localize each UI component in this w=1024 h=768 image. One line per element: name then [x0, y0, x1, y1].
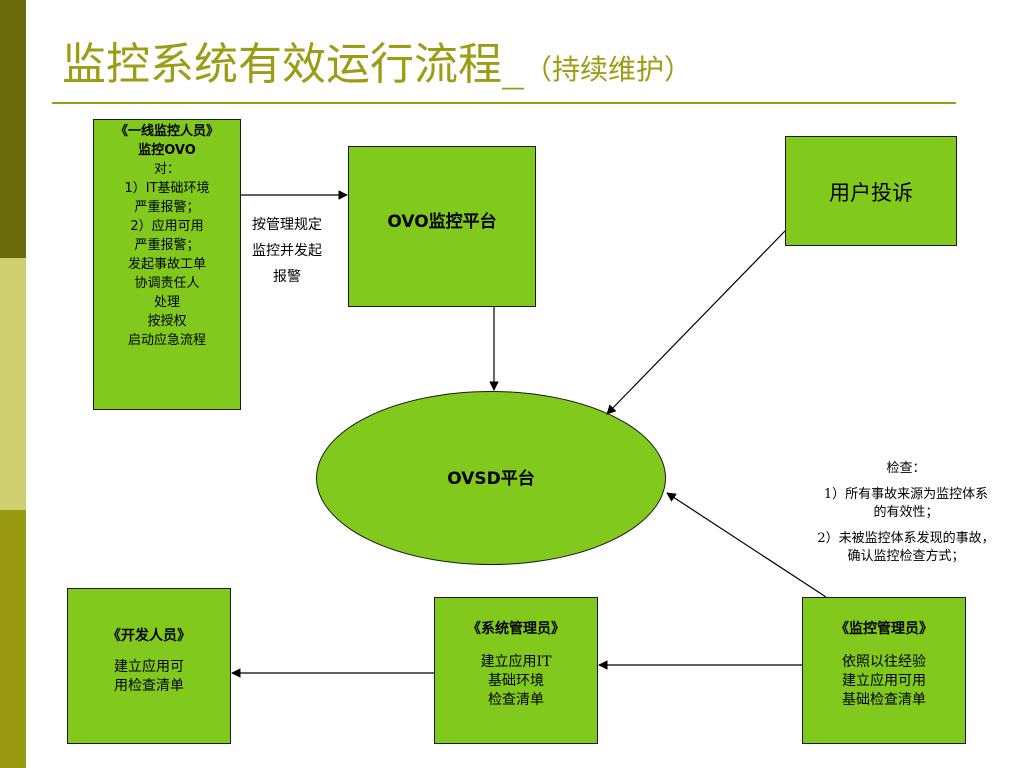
- monitor-admin-box: 《监控管理员》 依照以往经验 建立应用可用 基础检查清单: [802, 597, 966, 744]
- check-item2-b: 确认监控检查方式；: [847, 549, 965, 564]
- frontline-heading: 《一线监控人员》: [114, 124, 219, 139]
- developer-heading: 《开发人员》: [107, 628, 191, 644]
- sysadmin-line: 建立应用IT: [480, 654, 552, 670]
- edge-label-line: 监控并发起: [252, 243, 322, 259]
- frontline-line: 严重报警；: [134, 200, 200, 215]
- slide-title-sub: （持续维护）: [524, 53, 693, 86]
- edge-label-alert: 按管理规定 监控并发起 报警: [244, 212, 330, 290]
- developer-line: 建立应用可: [114, 659, 184, 675]
- slide-title-main: 监控系统有效运行流程_: [62, 39, 524, 90]
- frontline-line: 1）IT基础环境: [124, 181, 210, 196]
- frontline-line: 按授权: [147, 314, 187, 329]
- user-complaint-label: 用户投诉: [829, 181, 913, 205]
- sysadmin-line: 检查清单: [488, 692, 544, 708]
- check-heading: 检查：: [886, 461, 926, 476]
- sysadmin-box: 《系统管理员》 建立应用IT 基础环境 检查清单: [434, 597, 598, 744]
- user-complaint-box: 用户投诉: [785, 136, 957, 246]
- check-note: 检查： 1）所有事故来源为监控体系 的有效性； 2）未被监控体系发现的事故， 确…: [788, 458, 1024, 568]
- frontline-monitor-box: 《一线监控人员》 监控OVO 对： 1）IT基础环境 严重报警； 2）应用可用 …: [93, 119, 241, 410]
- frontline-line2: 监控OVO: [138, 143, 196, 158]
- title-underline: [52, 102, 956, 104]
- sysadmin-heading: 《系统管理员》: [467, 621, 565, 637]
- frontline-line: 启动应急流程: [127, 333, 206, 348]
- frontline-line: 对：: [153, 162, 180, 177]
- ovsd-platform-label: OVSD平台: [447, 469, 535, 489]
- check-item1-b: 的有效性；: [873, 505, 939, 520]
- frontline-line: 2）应用可用: [130, 219, 204, 234]
- sidebar-strip-top: [0, 0, 26, 258]
- monitor-admin-line: 建立应用可用: [842, 673, 926, 689]
- monitor-admin-heading: 《监控管理员》: [835, 621, 933, 637]
- monitor-admin-line: 基础检查清单: [842, 692, 926, 708]
- ovo-platform-box: OVO监控平台: [348, 146, 536, 307]
- slide-title: 监控系统有效运行流程_（持续维护）: [62, 30, 692, 100]
- edge-label-line: 按管理规定: [252, 217, 322, 233]
- monitor-admin-line: 依照以往经验: [842, 654, 926, 670]
- sidebar-strip-bottom: [0, 510, 26, 768]
- frontline-line: 协调责任人: [134, 276, 200, 291]
- ovo-platform-label: OVO监控平台: [387, 212, 497, 232]
- check-item2-a: 2）未被监控体系发现的事故，: [817, 531, 995, 546]
- frontline-line: 处理: [153, 295, 180, 310]
- check-item1-a: 1）所有事故来源为监控体系: [823, 487, 989, 502]
- sysadmin-line: 基础环境: [488, 673, 544, 689]
- sidebar-strip-middle: [0, 258, 26, 510]
- arrow-monitor-admin-to-ovsd: [666, 492, 827, 598]
- arrow-complaint-to-ovsd: [606, 230, 786, 415]
- developer-line: 用检查清单: [114, 678, 184, 694]
- developer-box: 《开发人员》 建立应用可 用检查清单: [67, 588, 231, 744]
- frontline-line: 发起事故工单: [127, 257, 206, 272]
- frontline-line: 严重报警；: [134, 238, 200, 253]
- edge-label-line: 报警: [273, 269, 301, 285]
- ovsd-platform-ellipse: OVSD平台: [316, 391, 666, 565]
